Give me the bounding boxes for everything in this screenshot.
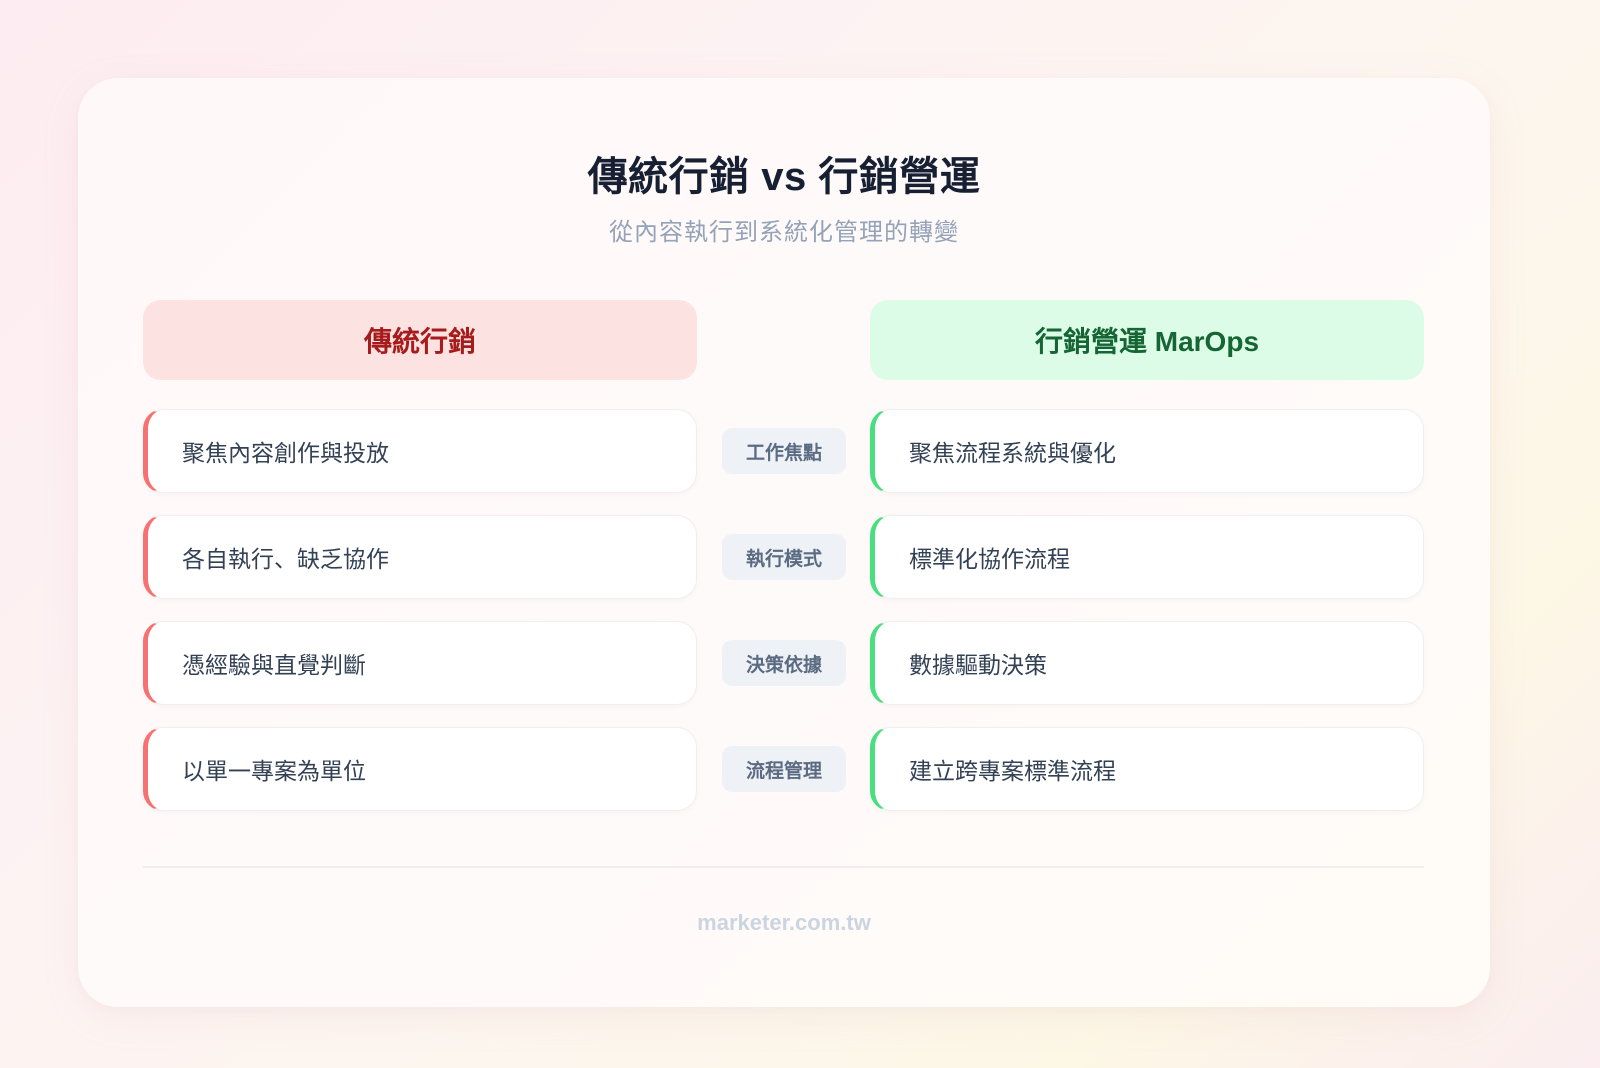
source-credit: marketer.com.tw [697,910,871,935]
marops-item-focus: 聚焦流程系統與優化 [870,409,1424,493]
marops-item-decision: 數據驅動決策 [870,621,1424,705]
category-label-decision: 決策依據 [722,640,846,686]
column-header-traditional: 傳統行銷 [143,300,697,380]
marops-item-execution: 標準化協作流程 [870,515,1424,599]
footer-divider [143,866,1424,868]
column-header-marops: 行銷營運 MarOps [870,300,1424,380]
traditional-item-execution: 各自執行、缺乏協作 [143,515,697,599]
category-label-focus: 工作焦點 [722,428,846,474]
traditional-item-process: 以單一專案為單位 [143,727,697,811]
marops-item-process: 建立跨專案標準流程 [870,727,1424,811]
page-subtitle: 從內容執行到系統化管理的轉變 [609,219,959,246]
comparison-card: 傳統行銷 vs 行銷營運 從內容執行到系統化管理的轉變 傳統行銷 行銷營運 Ma… [78,78,1490,1007]
category-label-process: 流程管理 [722,746,846,792]
category-label-execution: 執行模式 [722,534,846,580]
traditional-item-decision: 憑經驗與直覺判斷 [143,621,697,705]
traditional-item-focus: 聚焦內容創作與投放 [143,409,697,493]
page-title: 傳統行銷 vs 行銷營運 [587,155,981,199]
